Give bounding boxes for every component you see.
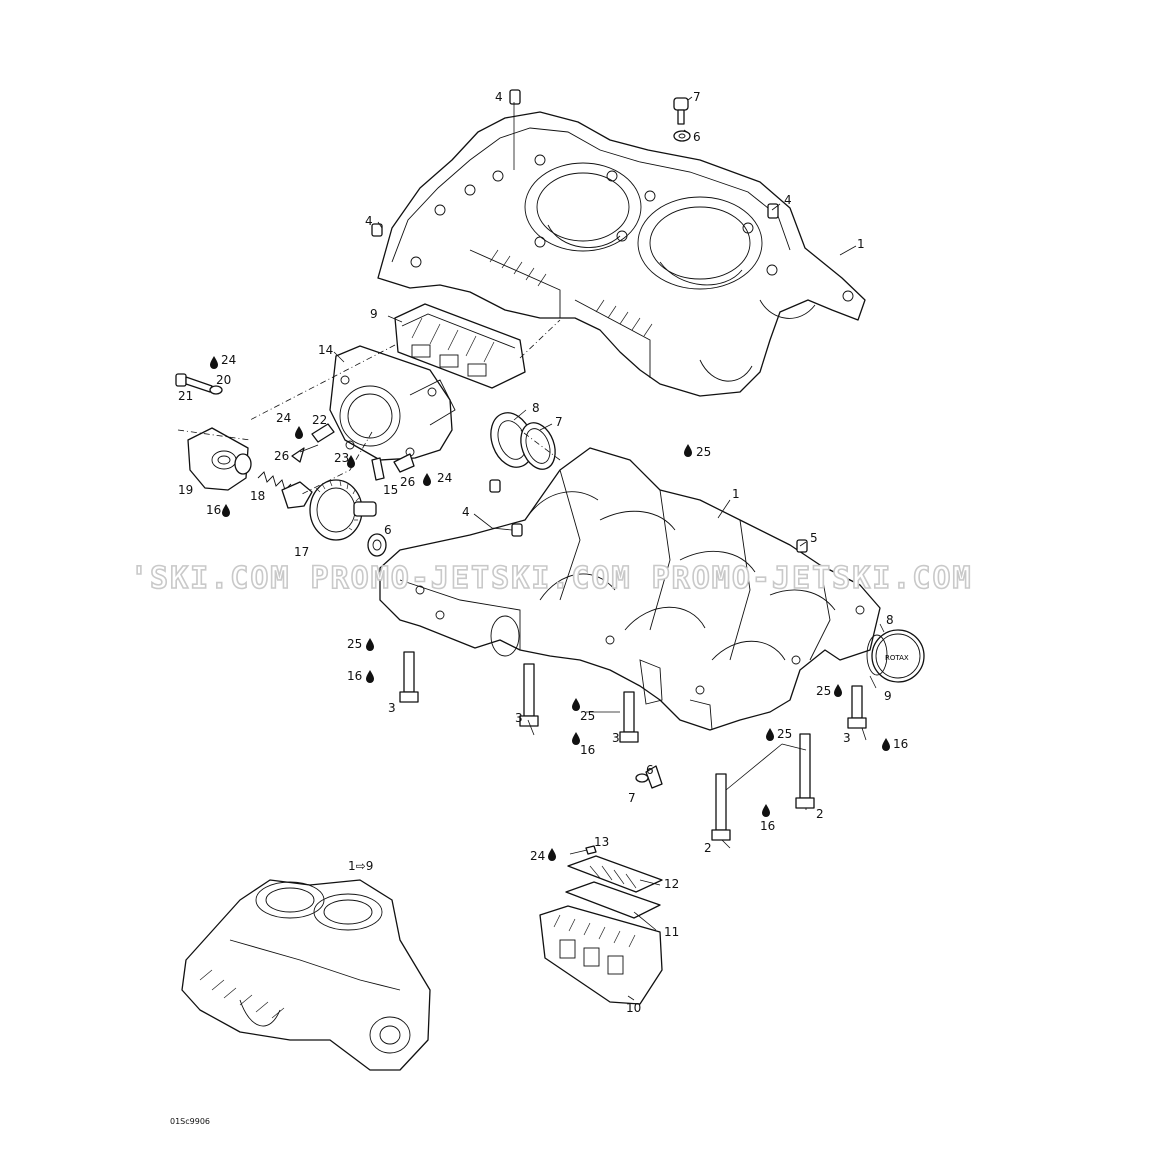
rotary-valve-cover[interactable] [329, 345, 456, 461]
part-label: 18 [250, 489, 265, 503]
part-label: 3 [388, 701, 396, 715]
reed-plate-12[interactable] [567, 855, 663, 893]
part-label: 16 [347, 669, 362, 683]
part-label: 22 [312, 413, 327, 427]
end-cover[interactable]: ROTAX [866, 629, 925, 683]
part-label: 1 [732, 487, 740, 501]
oil-drop-icons [210, 356, 890, 861]
part-label: 16 [580, 743, 595, 757]
screw-15[interactable] [371, 457, 385, 481]
screw-26-left[interactable] [291, 444, 319, 463]
screw-21[interactable] [175, 373, 223, 395]
part-label: 25 [580, 709, 595, 723]
part-label: 3 [843, 731, 851, 745]
part-label: 25 [696, 445, 711, 459]
part-label: 9 [884, 689, 892, 703]
screw-7-upper[interactable] [673, 97, 691, 142]
part-label: 20 [216, 373, 231, 387]
small-gear[interactable] [367, 533, 387, 557]
part-label: 26 [274, 449, 289, 463]
part-label: 21 [178, 389, 193, 403]
part-label: 4 [462, 505, 470, 519]
part-label: 7 [693, 90, 701, 104]
part-label: 15 [383, 483, 398, 497]
part-label: 10 [626, 1001, 641, 1015]
part-label: 9 [370, 307, 378, 321]
part-label: 12 [664, 877, 679, 891]
part-label: 16 [893, 737, 908, 751]
cover-text: ROTAX [885, 654, 909, 662]
screw-22[interactable] [311, 423, 335, 443]
figure-code: 01Sc9906 [170, 1117, 210, 1126]
part-label: 6 [384, 523, 392, 537]
part-label: 23 [334, 451, 349, 465]
part-label: 7 [555, 415, 563, 429]
lower-crankcase[interactable] [379, 447, 881, 731]
screw-13[interactable] [585, 845, 597, 855]
part-label: 2 [704, 841, 712, 855]
reed-valve-lower[interactable] [539, 905, 663, 1005]
part-label: 26 [400, 475, 415, 489]
long-screws[interactable] [399, 651, 867, 841]
pump-support[interactable] [187, 427, 252, 491]
reed-stopper-11[interactable] [565, 881, 661, 919]
dowel-pins[interactable] [371, 89, 808, 553]
upper-crankcase[interactable] [377, 111, 866, 397]
part-number-labels: 4 7 6 4 4 1 9 14 24 20 21 8 [178, 90, 908, 1015]
part-label: 25 [347, 637, 362, 651]
part-label: 6 [646, 763, 654, 777]
part-label: 24 [437, 471, 452, 485]
part-label: 17 [294, 545, 309, 559]
part-label: 8 [532, 401, 540, 415]
part-label: 19 [178, 483, 193, 497]
part-label: 1 [857, 237, 865, 251]
reed-valve-block[interactable] [394, 303, 526, 389]
part-label: 3 [515, 711, 523, 725]
assembly-reference: 1⇨9 [348, 859, 373, 873]
part-label: 8 [886, 613, 894, 627]
part-label: 13 [594, 835, 609, 849]
part-label: 11 [664, 925, 679, 939]
seal-and-ring[interactable] [484, 407, 562, 474]
part-label: 6 [693, 130, 701, 144]
part-label: 16 [760, 819, 775, 833]
part-label: 2 [816, 807, 824, 821]
part-label: 24 [530, 849, 545, 863]
part-label: 3 [612, 731, 620, 745]
gear-assembly[interactable] [281, 479, 377, 541]
screw-26-right[interactable] [393, 453, 415, 473]
part-label: 24 [276, 411, 291, 425]
leader-lines [333, 96, 885, 1001]
part-label: 25 [777, 727, 792, 741]
part-label: 4 [784, 193, 792, 207]
part-label: 24 [221, 353, 236, 367]
part-label: 4 [495, 90, 503, 104]
part-label: 5 [810, 531, 818, 545]
part-label: 25 [816, 684, 831, 698]
part-label: 14 [318, 343, 333, 357]
spring[interactable] [257, 471, 292, 491]
assembly-thumbnail [181, 879, 431, 1071]
part-label: 16 [206, 503, 221, 517]
part-label: 7 [628, 791, 636, 805]
part-label: 4 [365, 214, 373, 228]
watermark: 'SKI.COM PROMO-JETSKI.COM PROMO-JETSKI.C… [130, 561, 973, 596]
